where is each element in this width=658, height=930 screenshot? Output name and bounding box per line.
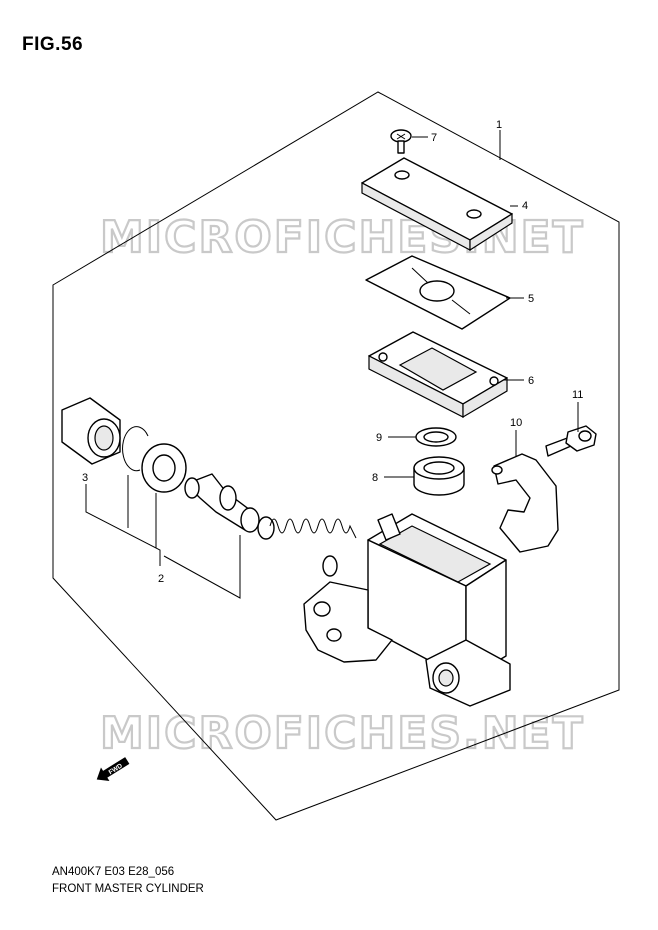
callout-6: 6	[528, 375, 534, 387]
figure-title: FIG.56	[22, 34, 84, 55]
part-9-oring	[415, 427, 457, 447]
callout-9: 9	[376, 432, 382, 444]
callout-labels: 1 2 3 4 5 6 7 8 9 10 11	[82, 119, 583, 585]
callout-5: 5	[528, 293, 534, 305]
part-5-plate	[365, 255, 511, 330]
callout-11: 11	[572, 389, 583, 401]
part-2-spring	[269, 518, 357, 577]
watermark-bottom: MICROFICHES.NET	[100, 708, 585, 759]
part-10-holder	[491, 453, 559, 553]
part-6-diaphragm	[368, 331, 508, 419]
part-11-bolt	[545, 425, 597, 457]
assembly-outline	[52, 91, 620, 821]
part-3-boot	[61, 397, 121, 465]
callout-8: 8	[372, 472, 378, 484]
callout-2: 2	[158, 573, 164, 585]
part-2-piston	[184, 473, 275, 540]
callout-1: 1	[496, 119, 502, 131]
callout-10: 10	[510, 417, 522, 429]
part-7-screw	[390, 129, 412, 154]
part-2-washer	[141, 443, 187, 493]
master-cylinder-body	[303, 513, 511, 707]
leader-lines	[85, 130, 579, 599]
part-2-snap-ring	[122, 426, 149, 472]
callout-4: 4	[522, 200, 528, 212]
callout-7: 7	[431, 132, 437, 144]
diagram-code: AN400K7 E03 E28_056	[52, 866, 175, 878]
part-8-bushing	[413, 456, 465, 496]
diagram-name: FRONT MASTER CYLINDER	[52, 883, 204, 895]
part-4-cap	[361, 157, 513, 252]
callout-3: 3	[82, 472, 88, 484]
